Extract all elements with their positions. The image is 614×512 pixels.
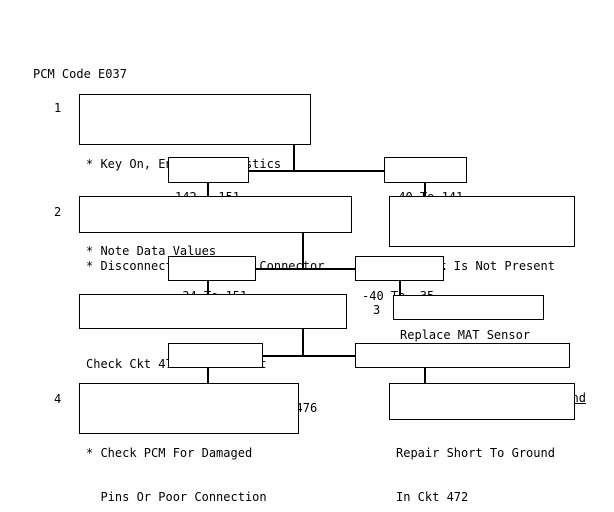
box-fault-not-present: * Fault Is Not Present * See Note On Int… [389,196,575,360]
box-step-1: * Key On, Enter Diagnostics * Select PCM… [79,94,311,258]
connector-ckt-ok-to-step4 [207,368,209,383]
connector-row4-horizontal [168,268,445,270]
step-number-3: 3 [373,303,381,317]
step-number-1: 1 [54,101,62,115]
box-step-4: * Check PCM For Damaged Pins Or Poor Con… [79,383,299,504]
box-replace-mat-sensor-label: Replace MAT Sensor [400,328,531,342]
page-title: PCM Code E037 [33,67,127,81]
connector-check-ckt-to-row6-stem [302,329,304,356]
step-number-4: 4 [54,392,62,406]
box-range-minus34-151: -34 To 151 [168,256,256,303]
box-repair-short-line-2: In Ckt 472 [396,489,469,504]
box-step-4-line-2: Pins Or Poor Connection [86,489,267,504]
connector-row6-horizontal [168,355,458,357]
box-ckt-472-shorted: Ckt 472 Shorted To Ground [355,343,586,405]
connector-ckt-shorted-to-repair [424,368,426,383]
box-ckt-472-ok: Ckt 472 OK [168,343,291,405]
box-replace-mat-sensor: Replace MAT Sensor [393,295,544,342]
step-number-2: 2 [54,205,62,219]
box-range-142-151: 142 - 151 [168,157,249,204]
box-step-2: * Disconnect MAT Sensor Connector * Note… [79,196,352,317]
connector-minus40-minus35-to-replace [399,281,401,295]
box-step-1-line-3: * Note Data Values [86,244,217,258]
box-range-minus40-minus35: -40 To -35 [355,256,444,303]
box-check-ckt-472: Check Ckt 472 For A Short To Ground For … [79,294,347,415]
box-step-4-line-1: * Check PCM For Damaged [86,446,253,460]
box-repair-short-line-1: Repair Short To Ground [396,446,555,460]
connector-step1-to-row2-stem [293,145,295,171]
connector-minus40-141-to-fault [424,183,426,197]
box-range-minus40-141: -40 To 141 [384,157,467,204]
connector-minus34-151-to-check-ckt [207,281,209,295]
connector-142-151-to-step2 [207,183,209,197]
connector-row2-horizontal [168,170,446,172]
connector-step2-to-row4-stem [302,233,304,269]
box-repair-short: Repair Short To Ground In Ckt 472 [389,383,575,504]
